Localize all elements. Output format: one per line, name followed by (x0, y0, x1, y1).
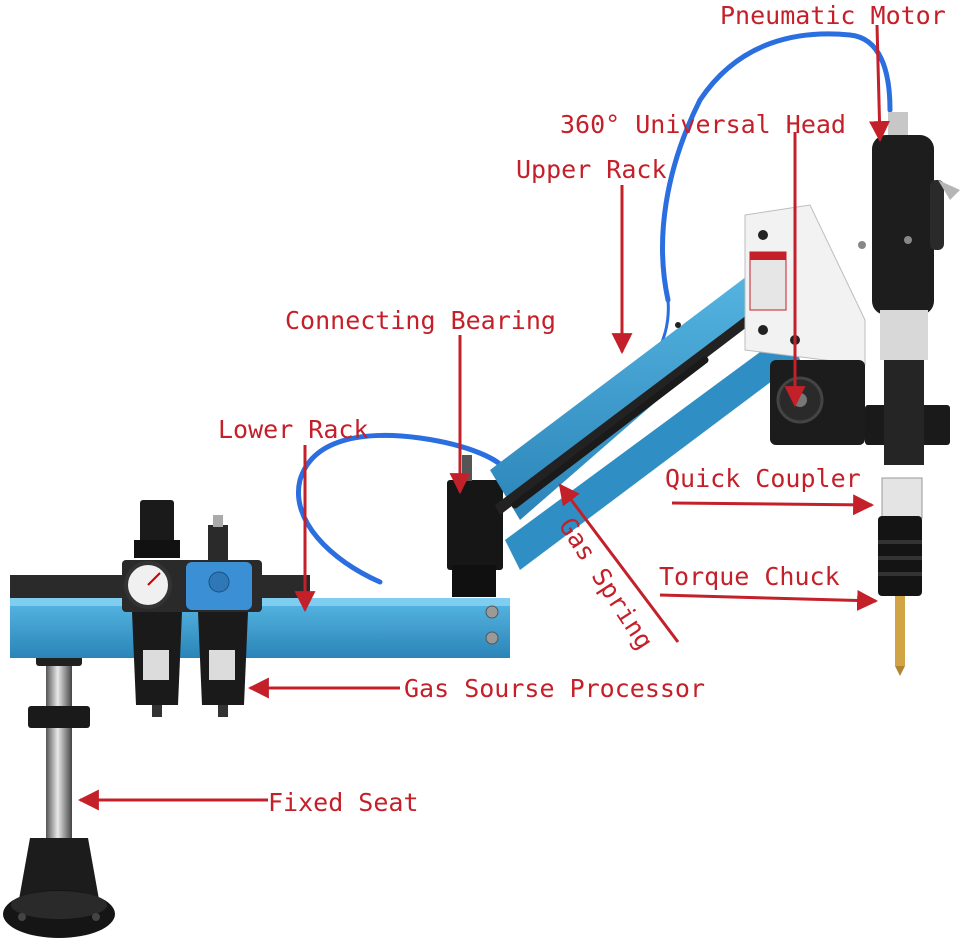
label-connecting-bearing: Connecting Bearing (285, 306, 556, 335)
base-cone (18, 838, 100, 905)
label-quick-coupler: Quick Coupler (665, 464, 861, 493)
gas-source-processor-unit (122, 500, 262, 717)
connecting-bearing-block (447, 455, 503, 597)
pneumatic-motor-assembly (858, 112, 960, 676)
arrow-torque-chuck (659, 589, 879, 611)
label-pneumatic-motor: Pneumatic Motor (720, 1, 946, 30)
tap-bit (895, 596, 905, 666)
arrow-pneumatic-motor (869, 24, 891, 143)
label-torque-chuck: Torque Chuck (659, 562, 840, 591)
fixed-seat-assembly (3, 650, 115, 938)
label-upper-rack: Upper Rack (516, 155, 667, 184)
arrow-quick-coupler (671, 494, 875, 516)
pointer-arrows (77, 24, 891, 811)
label-gas-spring: Gas Spring (553, 512, 659, 654)
label-gas-source-processor: Gas Sourse Processor (404, 674, 705, 703)
arrow-gas-spring (558, 483, 680, 643)
column-pole (46, 655, 72, 840)
column-mid-collar (28, 706, 90, 728)
gas-spring-rod (511, 356, 709, 509)
label-lower-rack: Lower Rack (218, 415, 369, 444)
label-universal-head: 360° Universal Head (560, 110, 846, 139)
label-fixed-seat: Fixed Seat (268, 788, 419, 817)
